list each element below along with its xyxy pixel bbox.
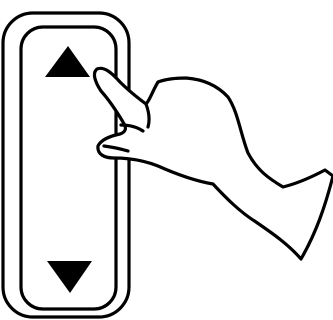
down-arrow-icon[interactable] <box>47 261 92 293</box>
up-arrow-icon[interactable] <box>45 46 90 77</box>
